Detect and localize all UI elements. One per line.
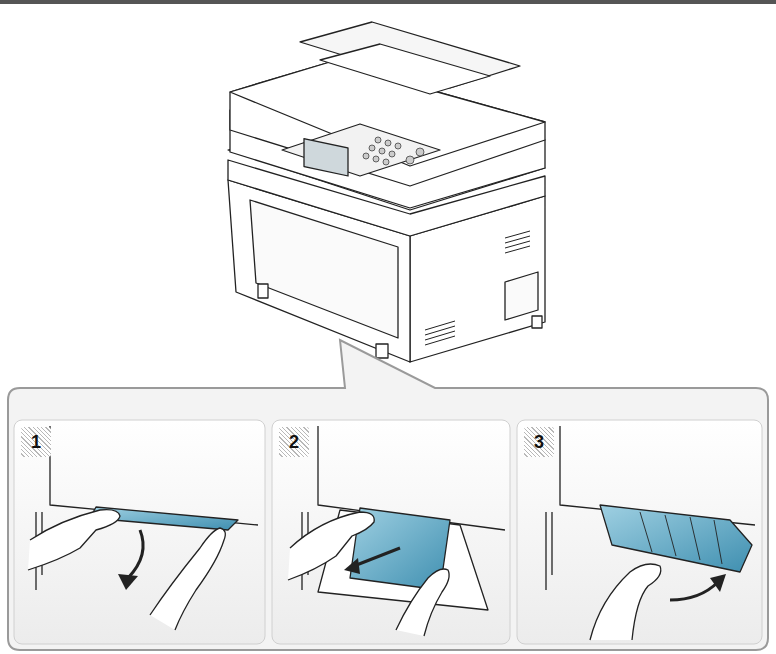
step-badge: 2	[279, 427, 309, 457]
callout-number: 1	[31, 432, 41, 453]
step-badge: 3	[524, 427, 554, 457]
callout-number: 2	[289, 432, 299, 453]
step-badge: 1	[21, 427, 51, 457]
callout-number: 3	[534, 432, 544, 453]
